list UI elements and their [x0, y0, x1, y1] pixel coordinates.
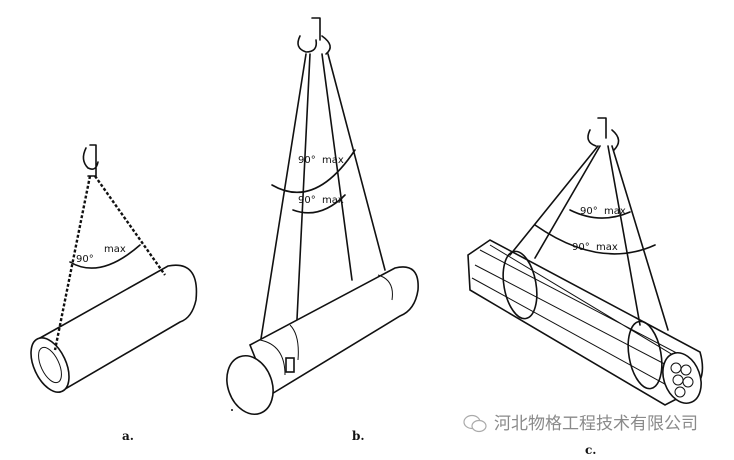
wechat-icon: [463, 414, 487, 433]
figure-c-bundle-slings: 90° max 90° max c.: [467, 117, 704, 457]
watermark-text: 河北物格工程技术有限公司: [494, 414, 698, 434]
figure-b-rope-slings: 90° max 90° max b.: [226, 17, 419, 443]
figure-a-hook-icon: [82, 144, 99, 177]
figure-a-max: max: [104, 244, 126, 255]
figure-b-caption: b.: [352, 429, 365, 443]
figure-b-ropes: [259, 53, 386, 361]
figure-a-cylinder: [30, 264, 198, 394]
figure-b-angle-2: 90°: [298, 195, 316, 206]
figure-c-ropes: [509, 145, 669, 331]
figure-a-chain-left: [53, 175, 92, 351]
figure-b-angle-arc-inner: [292, 194, 346, 214]
figure-c-max-2: max: [596, 242, 618, 253]
watermark: 河北物格工程技术有限公司: [462, 414, 698, 434]
figure-b-max-2: max: [322, 195, 344, 206]
figure-b-hook-icon: [297, 17, 331, 55]
figure-b-max-1: max: [322, 155, 344, 166]
figure-b-cylinder: [226, 266, 419, 415]
figure-a-chain-sling: 90° max a.: [30, 144, 198, 443]
figure-c-angle-arc-outer: [534, 224, 656, 255]
figure-c-max-1: max: [604, 206, 626, 217]
figure-c-hook-icon: [587, 117, 620, 151]
figure-c-angle-1: 90°: [580, 206, 598, 217]
figure-b-angle-arc-outer: [271, 149, 356, 194]
figure-c-caption: c.: [585, 443, 596, 457]
figure-a-caption: a.: [122, 429, 134, 443]
figure-b-angle-1: 90°: [298, 155, 316, 166]
figure-a-chain-right: [94, 175, 166, 276]
figure-a-angle: 90°: [76, 254, 94, 265]
figure-a-angle-arc: [69, 244, 141, 269]
figure-c-rod-bundle: [467, 239, 704, 406]
figure-c-angle-2: 90°: [572, 242, 590, 253]
figure-c-angle-arc-inner: [569, 209, 631, 219]
